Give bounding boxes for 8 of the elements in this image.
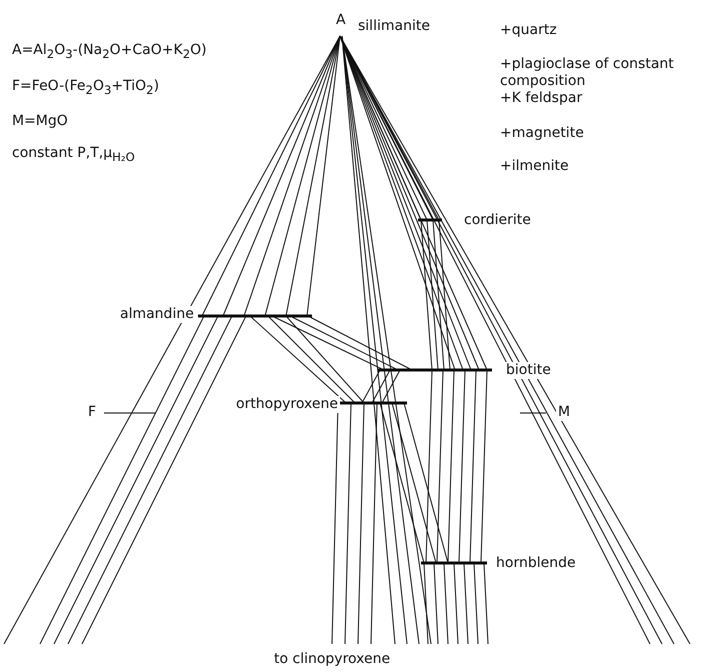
assemblage-note: +magnetite [498, 125, 586, 142]
formula-text: M=MgO [10, 113, 70, 130]
mineral-label: biotite [504, 362, 553, 379]
assemblage-note: +quartz [498, 22, 559, 39]
mineral-label: orthopyroxene [234, 396, 340, 413]
assemblage-note: +K feldspar [498, 90, 584, 107]
mineral-label: almandine [118, 306, 196, 323]
mineral-label: to clinopyroxene [272, 651, 392, 668]
